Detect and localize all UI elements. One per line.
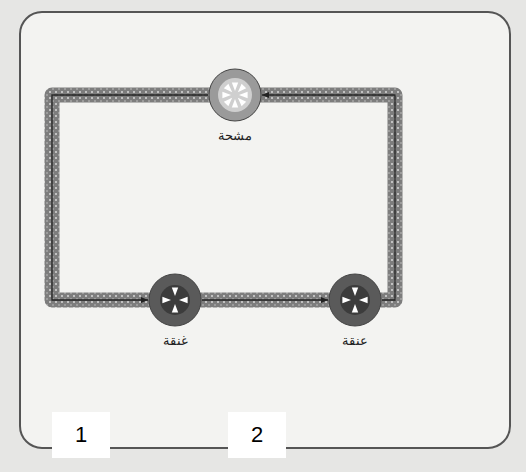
gill-icon [208,68,262,122]
blood-vessel [52,95,395,300]
organ-label: غنقة [135,333,215,348]
blood-flow-arrow [52,95,208,300]
frame [20,12,510,448]
organ-label: عنقة [315,333,395,348]
organ-node: مشحة [195,68,275,143]
organ-label: مشحة [195,128,275,143]
heart-icon [148,273,202,327]
blood-flow-arrow [262,95,395,300]
blood-flow-arrow [202,299,328,300]
organ-node: غنقة [135,273,215,348]
organ-node: عنقة [315,273,395,348]
callout-number: 1 [52,412,110,458]
heart-icon [328,273,382,327]
callout-number: 2 [228,412,286,458]
